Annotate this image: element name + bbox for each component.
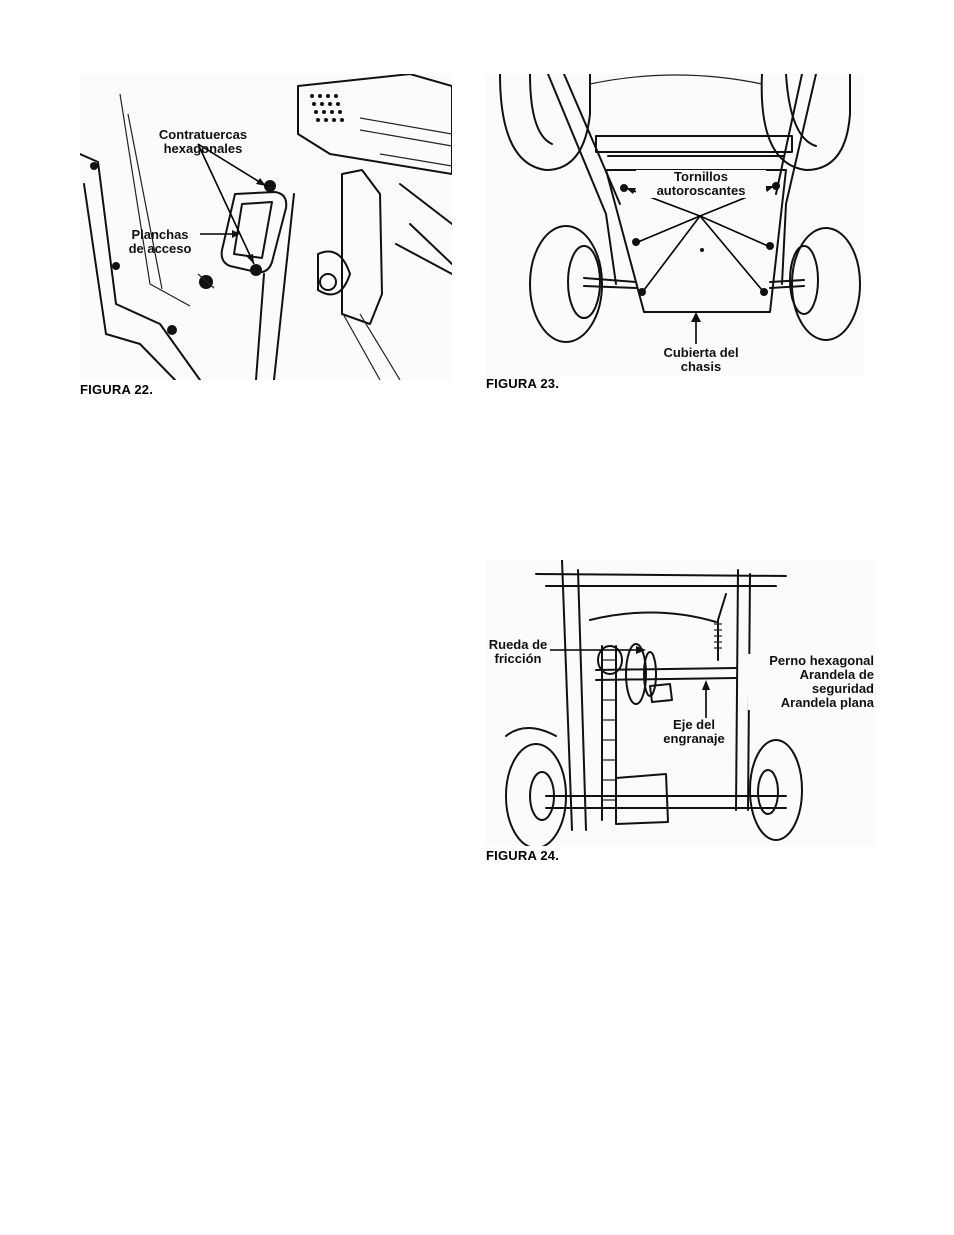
figure-22-caption: FIGURA 22.	[80, 382, 153, 397]
label-locknuts: Contratuercas hexagonales	[142, 128, 264, 156]
figure-23-drawing	[486, 74, 864, 376]
label-chassis-cover: Cubierta del chasis	[646, 346, 756, 374]
label-friction-wheel: Rueda de fricción	[486, 638, 550, 666]
label-access-plates-line1: Planchas	[120, 228, 200, 242]
figure-22-illustration: Contratuercas hexagonales Planchas de ac…	[80, 74, 452, 380]
label-cover-line2: chasis	[646, 360, 756, 374]
label-self-tapping-screws: Tornillos autoroscantes	[636, 170, 766, 198]
label-friction-wheel-line1: Rueda de	[486, 638, 550, 652]
label-access-plates: Planchas de acceso	[120, 228, 200, 256]
label-bolt-washers: Perno hexagonal Arandela de seguridad Ar…	[748, 654, 874, 710]
label-screws-line1: Tornillos	[636, 170, 766, 184]
figure-23-illustration: Tornillos autoroscantes Cubierta del cha…	[486, 74, 864, 376]
label-gear-axle-line2: engranaje	[656, 732, 732, 746]
label-locknuts-line2: hexagonales	[142, 142, 264, 156]
label-friction-wheel-line2: fricción	[486, 652, 550, 666]
label-access-plates-line2: de acceso	[120, 242, 200, 256]
label-flat-washer: Arandela plana	[748, 696, 874, 710]
label-cover-line1: Cubierta del	[646, 346, 756, 360]
label-gear-axle: Eje del engranaje	[656, 718, 732, 746]
figure-23-caption: FIGURA 23.	[486, 376, 559, 391]
label-gear-axle-line1: Eje del	[656, 718, 732, 732]
label-screws-line2: autoroscantes	[636, 184, 766, 198]
figure-24-illustration: Rueda de fricción Perno hexagonal Arande…	[486, 560, 876, 846]
label-hex-bolt: Perno hexagonal	[748, 654, 874, 668]
figure-24-caption: FIGURA 24.	[486, 848, 559, 863]
label-locknuts-line1: Contratuercas	[142, 128, 264, 142]
label-lockwasher-line1: Arandela de	[748, 668, 874, 682]
label-lockwasher-line2: seguridad	[748, 682, 874, 696]
